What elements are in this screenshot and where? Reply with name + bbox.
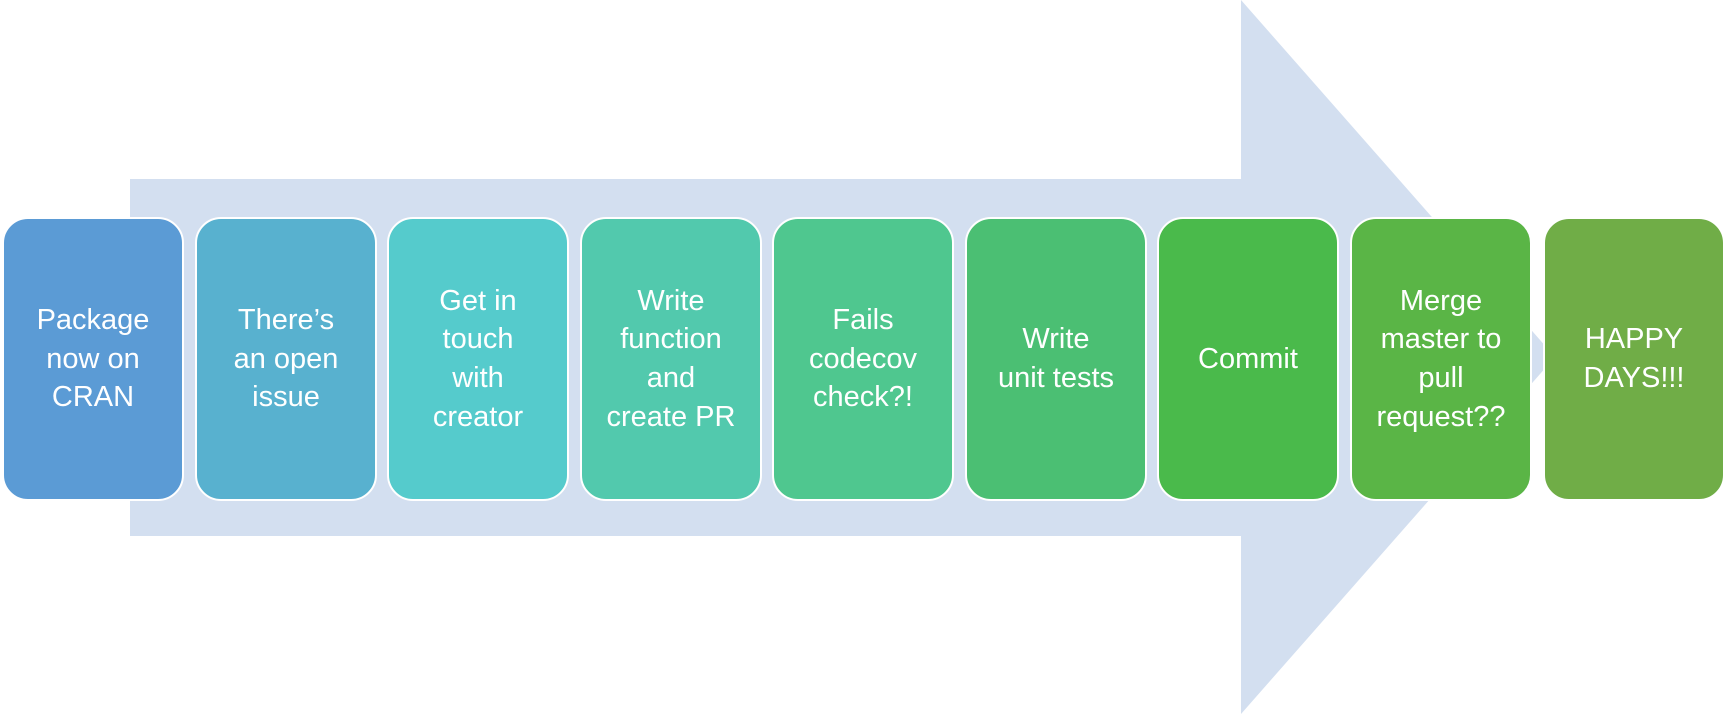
step-commit: Commit: [1157, 217, 1339, 501]
step-open-issue: There’s an open issue: [195, 217, 377, 501]
step-happy-days: HAPPY DAYS!!!: [1543, 217, 1725, 501]
step-merge-master: Merge master to pull request??: [1350, 217, 1532, 501]
step-fails-codecov: Fails codecov check?!: [772, 217, 954, 501]
step-write-unit-tests: Write unit tests: [965, 217, 1147, 501]
step-write-function: Write function and create PR: [580, 217, 762, 501]
step-get-in-touch: Get in touch with creator: [387, 217, 569, 501]
step-package-now-on-cran: Package now on CRAN: [2, 217, 184, 501]
